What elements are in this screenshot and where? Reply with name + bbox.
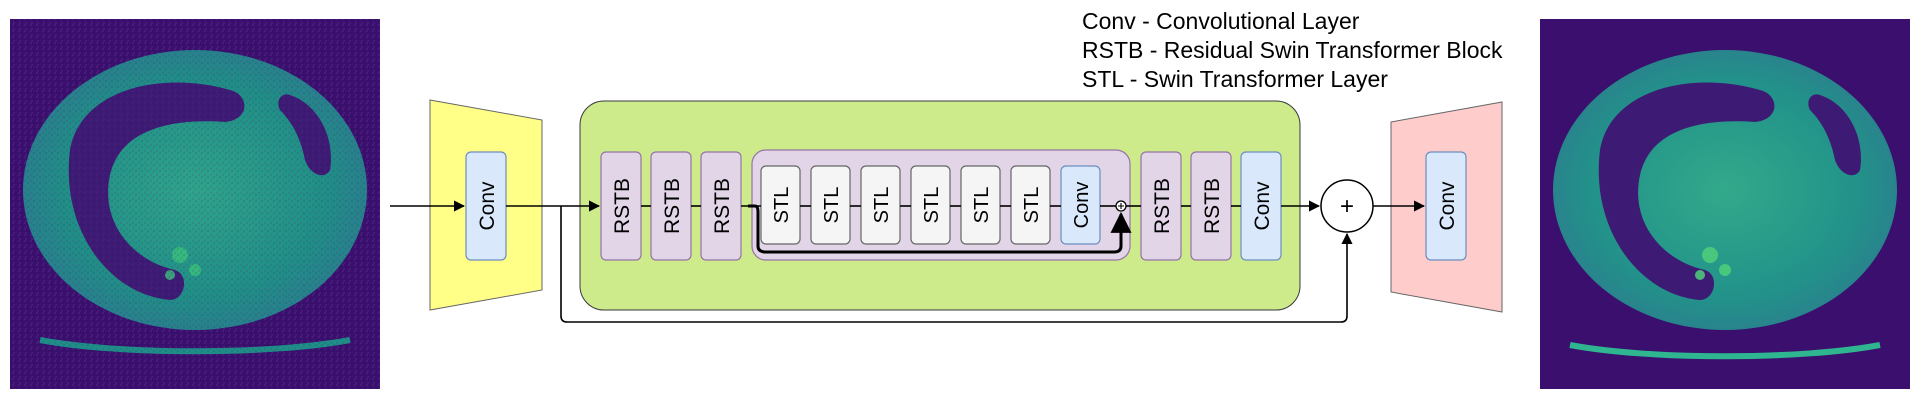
stl-label-4: STL [921,187,943,224]
output-conv-block [1425,151,1467,261]
global-sum-label: + [1340,193,1354,220]
stl-block-1 [760,165,801,245]
stl-block-5 [960,165,1001,245]
stl-block-6 [1010,165,1051,245]
legend-conv: Conv - Convolutional Layer [1082,8,1360,34]
rstb-label-5: RSTB [1201,178,1224,234]
stl-label-6: STL [1021,187,1043,224]
rstb-inner-sum-plus-icon [1118,203,1124,209]
stl-label-5: STL [971,187,993,224]
legend-rstb: RSTB - Residual Swin Transformer Block [1082,37,1503,63]
rstb-label-3: RSTB [711,178,734,234]
ct-scan-noisy-image [10,19,380,389]
rstb-label-1: RSTB [611,178,634,234]
legend-stl: STL - Swin Transformer Layer [1082,66,1388,92]
output-conv-label: Conv [1436,181,1459,231]
stl-block-4 [910,165,951,245]
rstb-label-2: RSTB [661,178,684,234]
input-conv-label: Conv [476,181,499,231]
main-end-conv-label: Conv [1251,181,1274,231]
rstb-inner-conv-block [1060,165,1101,245]
stl-blocks: STL STL STL STL STL STL [760,165,1051,245]
connections [390,200,1426,323]
stl-label-3: STL [871,187,893,224]
rstb-label-4: RSTB [1151,178,1174,234]
stl-block-2 [810,165,851,245]
inner-skip-connection [748,204,1132,254]
rstb-inner-conv-label: Conv [1071,182,1093,229]
ct-scan-denoised-image [1540,19,1910,389]
stl-block-3 [860,165,901,245]
global-skip-connection [560,206,1353,323]
stl-label-2: STL [821,187,843,224]
stl-label-1: STL [771,187,793,224]
